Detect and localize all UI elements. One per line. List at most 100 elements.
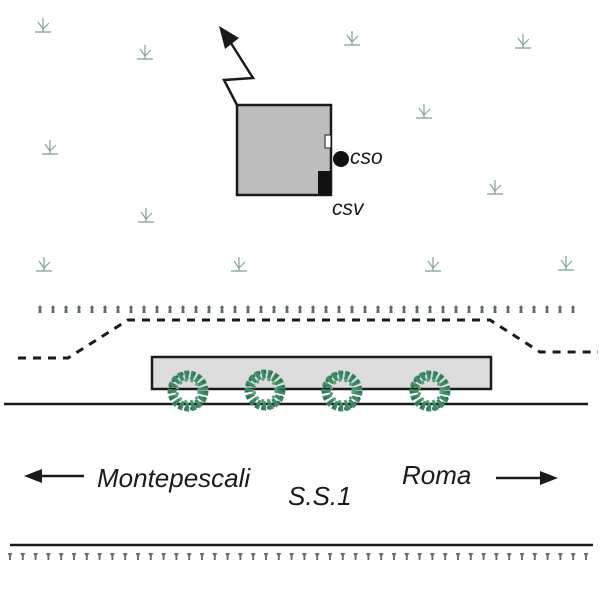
cso-sensor-icon: [333, 151, 349, 167]
fence-post-icon: [506, 553, 512, 560]
antenna-signal-icon: [222, 39, 256, 106]
cso-label: cso: [350, 146, 383, 169]
fence-post-icon: [404, 553, 410, 560]
shrub-icon: [324, 373, 360, 409]
fence-post-icon: [76, 305, 82, 313]
fence-post-icon: [492, 305, 498, 313]
fence-post-icon: [349, 305, 355, 313]
fence-post-icon: [238, 553, 243, 560]
fence-post-icon: [161, 553, 166, 560]
fence-post-icon: [481, 553, 486, 560]
fence-post-icon: [258, 305, 264, 313]
fence-post-icon: [289, 553, 294, 560]
fence-post-icon: [297, 305, 303, 313]
antenna-arrowhead-icon: [219, 26, 239, 49]
fence-post-icon: [519, 553, 525, 560]
fence-post-icon: [71, 553, 77, 560]
fence-post-icon: [570, 553, 576, 560]
grass-icon: [41, 139, 59, 155]
grass-icon: [514, 33, 532, 49]
grass-icon: [557, 255, 575, 271]
fence-post-icon: [50, 305, 56, 313]
grass-icon: [137, 207, 155, 223]
fence-post-icon: [505, 305, 511, 313]
fence-post-icon: [518, 305, 524, 313]
fence-post-icon: [427, 305, 433, 313]
grass-icon: [486, 179, 504, 195]
shrub-icon: [412, 373, 448, 409]
arrow-left-icon: [24, 469, 42, 483]
dashed-boundary: [18, 318, 598, 360]
fence-post-icon: [167, 305, 173, 313]
fence-post-icon: [271, 305, 277, 313]
grass-icon: [230, 256, 248, 272]
fence-post-icon: [33, 553, 38, 560]
fence-post-icon: [135, 553, 141, 560]
fence-post-icon: [122, 553, 128, 560]
fence-post-icon: [388, 305, 394, 313]
fence-top: [37, 305, 576, 313]
fence-post-icon: [323, 305, 329, 313]
fence-post-icon: [453, 305, 459, 313]
fence-post-icon: [327, 553, 333, 560]
fence-post-icon: [391, 553, 397, 560]
fence-post-icon: [199, 553, 205, 560]
fence-post-icon: [401, 305, 407, 313]
fence-post-icon: [97, 553, 102, 560]
fence-post-icon: [276, 553, 282, 560]
fence-post-icon: [375, 305, 381, 313]
fence-post-icon: [245, 305, 251, 313]
fence-post-icon: [336, 305, 342, 313]
fence-post-icon: [417, 553, 422, 560]
grass-icon: [35, 256, 53, 272]
fence-post-icon: [141, 305, 147, 313]
direction-left-label: Montepescali: [97, 463, 251, 493]
fence-post-icon: [545, 553, 550, 560]
fence-post-icon: [89, 305, 95, 313]
fence-post-icon: [84, 553, 90, 560]
fence-post-icon: [466, 305, 472, 313]
fence-post-icon: [366, 553, 371, 560]
fence-post-icon: [340, 553, 346, 560]
fence-post-icon: [225, 553, 230, 560]
fence-post-icon: [284, 305, 290, 313]
fence-post-icon: [353, 553, 358, 560]
fence-post-icon: [455, 553, 461, 560]
station-building: [235, 103, 333, 197]
fence-post-icon: [263, 553, 269, 560]
fence-post-icon: [442, 553, 448, 560]
fence-post-icon: [154, 305, 160, 313]
fence-post-icon: [378, 553, 384, 560]
shrub-icon: [170, 373, 206, 409]
fence-post-icon: [302, 553, 307, 560]
fence-post-icon: [7, 553, 13, 560]
fence-post-icon: [58, 553, 64, 560]
fence-post-icon: [310, 305, 316, 313]
fence-post-icon: [440, 305, 446, 313]
grass-icon: [343, 30, 361, 46]
fence-post-icon: [468, 553, 474, 560]
fence-post-icon: [212, 553, 218, 560]
fence-post-icon: [37, 305, 43, 313]
fence-post-icon: [115, 305, 121, 313]
fence-post-icon: [544, 305, 550, 313]
fence-post-icon: [557, 305, 563, 313]
grass-icon: [136, 44, 154, 60]
fence-post-icon: [362, 305, 368, 313]
fence-post-icon: [583, 553, 589, 560]
direction-right-label: Roma: [402, 460, 472, 490]
fence-post-icon: [219, 305, 225, 313]
csv-label: csv: [332, 197, 364, 220]
grass-icon: [34, 17, 52, 33]
fence-post-icon: [128, 305, 134, 313]
fence-post-icon: [46, 553, 51, 560]
fence-post-icon: [570, 305, 576, 313]
fence-post-icon: [180, 305, 186, 313]
arrow-right-icon: [540, 471, 558, 485]
fence-post-icon: [102, 305, 108, 313]
fence-post-icon: [148, 553, 154, 560]
road-name-label: S.S.1: [288, 481, 352, 511]
fence-post-icon: [206, 305, 212, 313]
fence-post-icon: [531, 305, 537, 313]
